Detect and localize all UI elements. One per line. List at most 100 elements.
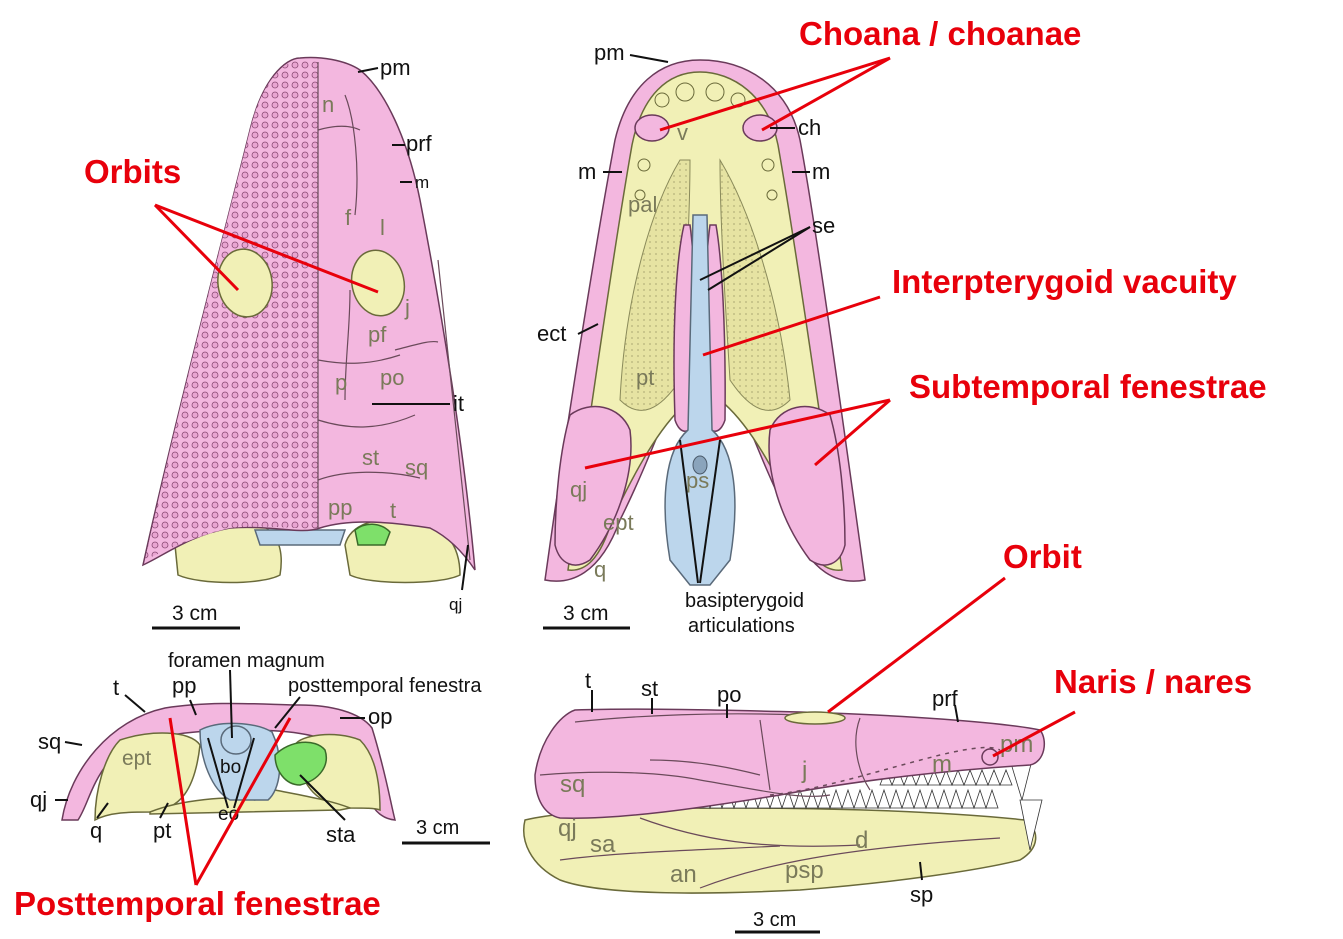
occipital-foramen-magnum [220, 725, 252, 755]
dorsal-suture-nasal-frontal [317, 125, 361, 131]
dorsal-lateral-line [437, 259, 471, 561]
label-prf: prf [406, 131, 433, 156]
dorsal-braincase-patch [253, 529, 347, 546]
basipterygoid-label-1: basipterygoid [685, 590, 804, 612]
dorsal-stapes-patch [354, 523, 391, 546]
callout-posttemporal: Posttemporal fenestrae [14, 885, 381, 922]
lateral-canal [769, 746, 1001, 796]
dorsal-left-orbit [217, 248, 273, 318]
lateral-orbit [784, 711, 846, 725]
ventral-view: v pal pt qj ps ept q pm ch m m se ect ba… [537, 40, 866, 637]
callout-choana: Choana / choanae [799, 15, 1081, 52]
basipterygoid-label-2: articulations [688, 615, 795, 637]
lateral-jaw-suture-3 [639, 817, 861, 847]
ventral-premaxillary-teeth [634, 82, 778, 201]
dorsal-suture-supratemporal [317, 414, 416, 428]
label-qj-lat: qj [558, 815, 577, 842]
label-l: l [380, 215, 385, 240]
lateral-naris [981, 748, 999, 766]
label-m-lat: m [932, 751, 952, 778]
dorsal-view: n f l j pf p po st sq pp t pm prf m it q… [141, 55, 476, 630]
dorsal-scale-label: 3 cm [172, 602, 218, 625]
label-t: t [390, 498, 396, 523]
label-pp-occ: pp [172, 673, 196, 698]
label-pf: pf [368, 322, 387, 347]
label-ept-ventral: ept [603, 510, 634, 535]
label-po: po [380, 365, 404, 390]
lateral-suture-jugal [759, 719, 771, 791]
ventral-scale-label: 3 cm [563, 602, 609, 625]
occipital-view: ept bo eo foramen magnum posttemporal fe… [30, 650, 490, 847]
label-d: d [855, 827, 868, 854]
ventral-right-subtemporal-fenestra [768, 405, 846, 566]
label-t-occ: t [113, 675, 119, 700]
lateral-suture-maxilla [855, 717, 871, 791]
label-pt-occ: pt [153, 818, 171, 843]
callout-naris: Naris / nares [1054, 663, 1252, 700]
label-sta: sta [326, 822, 356, 847]
label-ps: ps [686, 468, 709, 493]
lateral-view: sq qj j m pm d sa an psp t st po prf sp … [523, 668, 1046, 934]
dorsal-right-orbit [350, 249, 406, 317]
label-se: se [812, 213, 835, 238]
callout-orbits: Orbits [84, 153, 181, 190]
lateral-jaw-suture-1 [559, 845, 781, 861]
label-sa: sa [590, 831, 616, 858]
callout-subtemporal: Subtemporal fenestrae [909, 368, 1267, 405]
label-v: v [677, 120, 688, 145]
dorsal-suture-lacrimal [344, 94, 358, 216]
label-an: an [670, 861, 697, 888]
label-ch: ch [798, 115, 821, 140]
occipital-left-epipterygoid [94, 732, 201, 822]
label-pp: pp [328, 495, 352, 520]
callout-orbit: Orbit [1003, 538, 1082, 575]
ventral-right-pterygoid [719, 158, 791, 411]
ventral-parasphenoid-pit [692, 455, 708, 475]
callouts: Orbits Choana / choanae Interpterygoid v… [14, 15, 1267, 922]
lateral-skull-roof [534, 708, 1046, 819]
label-m: m [415, 173, 429, 192]
label-it: it [453, 391, 464, 416]
dorsal-suture-parietal [344, 289, 351, 401]
lateral-suture-sq [539, 771, 701, 781]
label-pt: pt [636, 365, 654, 390]
label-q-occ: q [90, 818, 102, 843]
label-bo: bo [220, 757, 241, 778]
label-j-lat: j [801, 757, 807, 784]
dorsal-suture-jugal [394, 340, 439, 351]
label-pm-ventral: pm [594, 40, 625, 65]
label-psp: psp [785, 857, 824, 884]
label-ect: ect [537, 321, 566, 346]
label-posttemporal-fenestra: posttemporal fenestra [288, 675, 482, 697]
lateral-suture-qj [699, 779, 831, 797]
label-qj: qj [449, 595, 462, 614]
label-n: n [322, 92, 334, 117]
label-m-right-ventral: m [812, 159, 830, 184]
label-j: j [404, 295, 410, 320]
label-po-lat: po [717, 682, 741, 707]
dorsal-suture-postparietal [317, 471, 421, 481]
ventral-left-subtemporal-fenestra [554, 405, 632, 566]
label-foramen-magnum: foramen magnum [168, 650, 325, 672]
label-qj-ventral: qj [570, 477, 587, 502]
callout-interpterygoid: Interpterygoid vacuity [892, 263, 1237, 300]
label-f: f [345, 205, 352, 230]
label-m-left-ventral: m [578, 159, 596, 184]
lateral-suture-top [574, 713, 801, 723]
label-op: op [368, 704, 392, 729]
label-st: st [362, 445, 379, 470]
label-sq: sq [405, 455, 428, 480]
label-sp: sp [910, 882, 933, 907]
label-sq-occ: sq [38, 729, 61, 754]
lateral-line-groove [649, 759, 761, 776]
label-sq-lat: sq [560, 771, 585, 798]
label-p: p [335, 370, 347, 395]
occipital-scale-label: 3 cm [416, 817, 459, 839]
lateral-scale-label: 3 cm [753, 909, 796, 931]
label-t-lat: t [585, 668, 591, 693]
label-prf-lat: prf [932, 686, 959, 711]
label-ept-occ: ept [122, 747, 151, 770]
label-st-lat: st [641, 676, 658, 701]
occipital-stapes [274, 741, 327, 786]
